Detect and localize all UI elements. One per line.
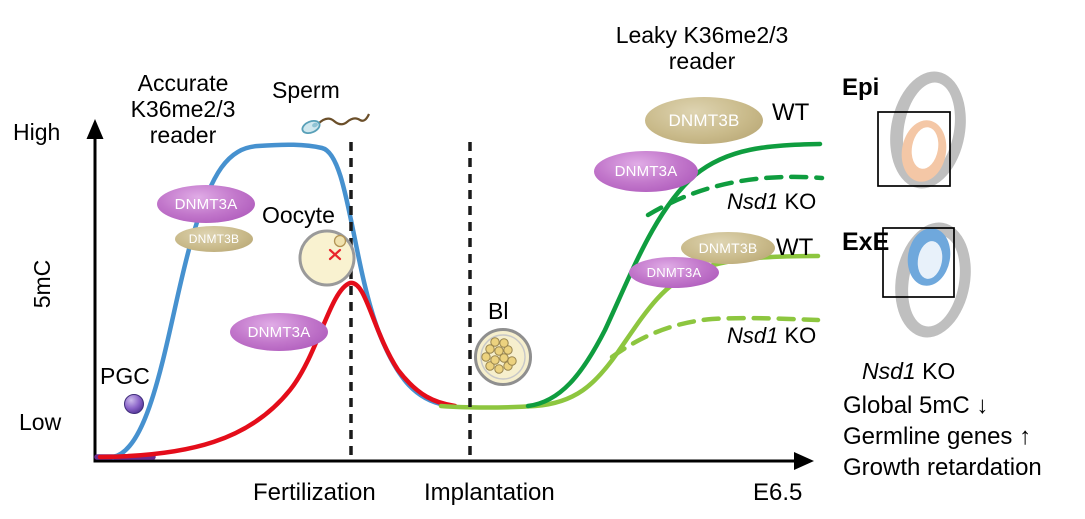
nsd1-gene-italic: Nsd1 [727, 189, 779, 214]
leaky-reader-label: Leaky K36me2/3 reader [615, 22, 789, 74]
nsd1-ko-heading: Nsd1 KO [862, 358, 955, 384]
nsd1-gene-italic: Nsd1 [862, 358, 916, 384]
wt-exe-label: WT [776, 234, 814, 261]
y-axis-high-label: High [13, 119, 61, 145]
epi-label: Epi [842, 74, 880, 101]
nsd1-ko-epi-label: Nsd1 KO [727, 189, 817, 215]
epi-wt-curve [525, 141, 823, 409]
dnmt3a-badge-accurate: DNMT3A [157, 185, 255, 223]
phenotype-global-5mc: Global 5mC ↓ [843, 392, 989, 419]
ko-suffix: KO [915, 358, 956, 384]
phenotype-growth-retardation: Growth retardation [843, 454, 1042, 481]
nsd1-ko-exe-label: Nsd1 KO [727, 323, 817, 349]
x-axis-end-label: E6.5 [753, 479, 803, 506]
sperm-label: Sperm [272, 77, 340, 103]
accurate-reader-label: Accurate K36me2/3 reader [130, 70, 236, 148]
nsd1-gene-italic: Nsd1 [727, 323, 779, 348]
exe-label: ExE [842, 228, 890, 256]
phenotype-germline-genes: Germline genes ↑ [843, 423, 1032, 450]
fertilization-label: Fertilization [253, 479, 376, 506]
oocyte-icon [298, 229, 356, 287]
blastocyst-icon [474, 328, 532, 386]
y-axis-title: 5mC [29, 259, 56, 309]
y-axis-low-label: Low [19, 409, 62, 435]
oocyte-curve [97, 280, 458, 460]
oocyte-label: Oocyte [262, 202, 335, 228]
sperm-curve [110, 142, 448, 460]
x-axis [93, 452, 814, 470]
dnmt3b-badge-accurate: DNMT3B [175, 226, 253, 252]
epi-region-box [877, 111, 951, 187]
ko-suffix: KO [778, 323, 817, 348]
y-axis [86, 119, 104, 461]
epi-embryo-icon [877, 71, 966, 189]
exe-embryo-icon [882, 222, 971, 338]
sperm-icon [301, 113, 371, 135]
dnmt3a-badge-leaky: DNMT3A [594, 151, 698, 192]
ko-suffix: KO [778, 189, 817, 214]
dnmt3a-badge-oocyte: DNMT3A [230, 313, 328, 351]
dnmt3b-badge-leaky: DNMT3B [645, 97, 763, 144]
wt-epi-label: WT [772, 99, 810, 126]
implantation-label: Implantation [424, 479, 555, 506]
exe-ko-curve [609, 315, 821, 360]
epi-ko-curve [645, 174, 825, 218]
blastocyst-label: Bl [488, 298, 509, 324]
exe-region-box [882, 227, 955, 298]
pgc-icon [124, 394, 144, 414]
pgc-label: PGC [100, 363, 150, 389]
dnmt3a-badge-exe: DNMT3A [629, 257, 719, 288]
